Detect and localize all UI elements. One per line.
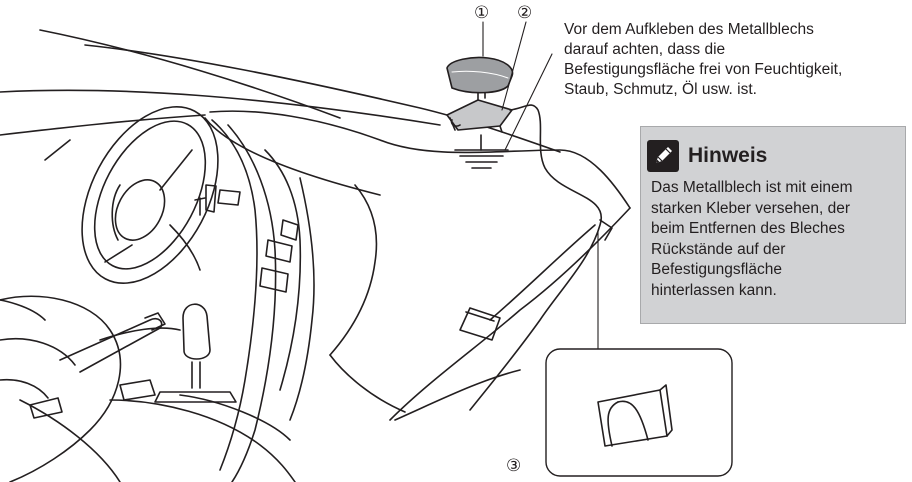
pencil-note-icon <box>647 140 679 172</box>
note-line: Rückstände auf der <box>651 240 786 258</box>
note-line: hinterlassen kann. <box>651 281 777 299</box>
callout-number-1: ① <box>474 3 490 23</box>
antenna-cable <box>469 104 603 411</box>
dashboard <box>204 110 631 421</box>
note-body: Das Metallblech ist mit einem starken Kl… <box>651 178 905 301</box>
note-line: beim Entfernen des Bleches <box>651 220 845 237</box>
note-header: Hinweis <box>647 140 767 172</box>
mounting-surface <box>454 134 509 169</box>
leader-lines <box>482 21 599 350</box>
instruction-line: Vor dem Aufkleben des Metallblechs <box>564 21 814 38</box>
note-line: starken Kleber versehen, der <box>651 199 851 217</box>
center-console <box>194 119 302 482</box>
note-box: Hinweis Das Metallblech ist mit einem st… <box>640 126 906 324</box>
metal-plate <box>446 87 513 133</box>
front-seats <box>0 295 296 482</box>
antenna-unit <box>446 56 514 94</box>
mounting-instruction: Vor dem Aufkleben des Metallblechs darau… <box>564 20 904 100</box>
callout-number-2: ② <box>517 3 533 23</box>
steering-wheel <box>44 106 219 284</box>
note-line: Das Metallblech ist mit einem <box>651 179 853 196</box>
windshield-frame <box>0 29 561 153</box>
instruction-line: Befestigungsfläche frei von Feuchtigkeit… <box>564 61 843 78</box>
cable-clip-inset <box>545 348 733 477</box>
callout-number-3: ③ <box>506 456 522 476</box>
gear-shifter <box>119 303 237 403</box>
note-title: Hinweis <box>688 144 768 167</box>
instruction-line: Staub, Schmutz, Öl usw. ist. <box>564 81 757 98</box>
note-line: Befestigungsfläche <box>651 261 782 278</box>
instruction-line: darauf achten, dass die <box>564 41 726 58</box>
